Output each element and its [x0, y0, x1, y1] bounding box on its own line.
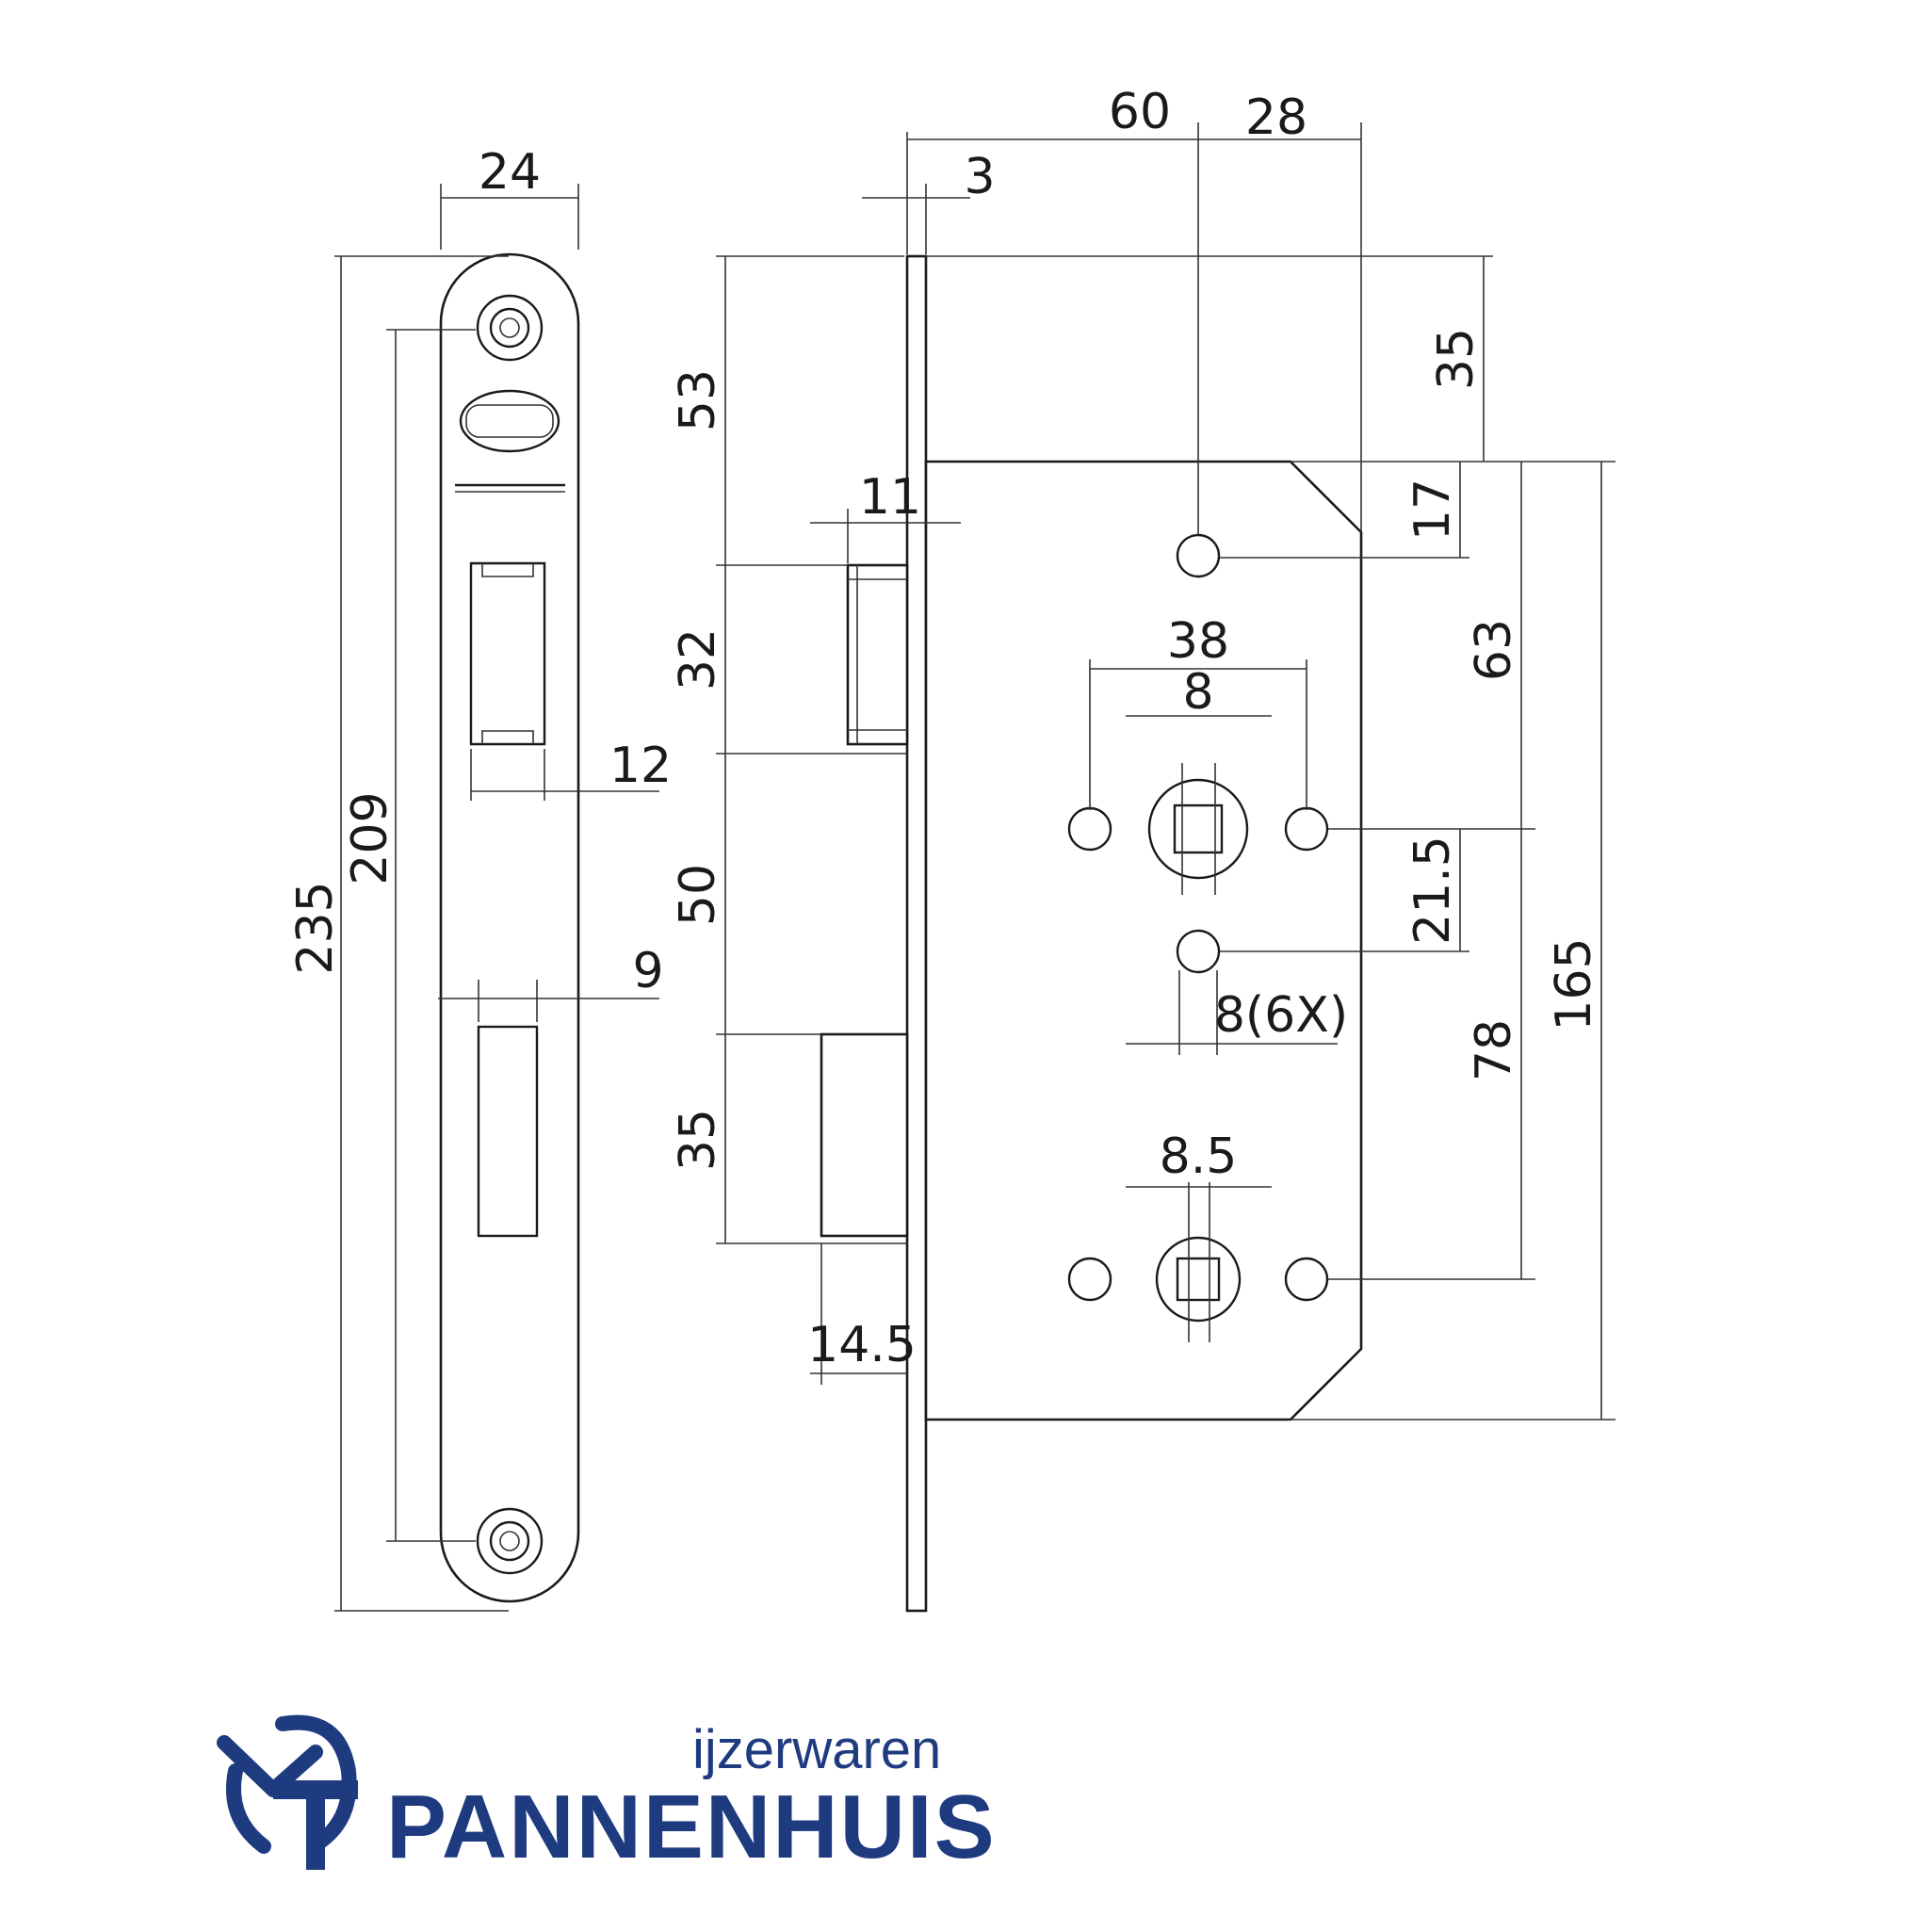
- front-view-dimension-lines: [334, 184, 659, 1612]
- dim-38: 38: [1167, 613, 1229, 670]
- lock-body-side-view: [820, 254, 1363, 1613]
- privacy-screw-left-icon: [1067, 1257, 1112, 1302]
- brand-tagline: ijzerwaren: [692, 1719, 941, 1780]
- dim-total-height: 235: [287, 881, 344, 974]
- dim-latch-width: 12: [609, 738, 672, 794]
- dim-backset-right: 28: [1245, 89, 1307, 146]
- middle-hole-icon: [1176, 929, 1221, 974]
- brand-logo: ijzerwaren PANNENHUIS: [217, 1714, 997, 1877]
- dim-14-5: 14.5: [807, 1317, 917, 1373]
- top-screw-icon: [476, 294, 544, 362]
- dim-78: 78: [1466, 1019, 1522, 1081]
- latch-opening: [469, 561, 546, 746]
- dim-top-35: 35: [1428, 328, 1485, 390]
- dim-faceplate-width: 24: [479, 144, 541, 201]
- dead-bolt: [820, 1032, 909, 1238]
- latch-bolt: [846, 563, 909, 746]
- dim-8-5: 8.5: [1160, 1128, 1238, 1185]
- side-view-dimension-lines: [716, 122, 1615, 1421]
- dim-8-6x: 8(6X): [1214, 987, 1348, 1044]
- brand-name: PANNENHUIS: [386, 1777, 997, 1877]
- lock-case: [924, 460, 1363, 1421]
- dim-plate-thickness: 3: [964, 149, 995, 205]
- dim-top-offset: 60: [1109, 84, 1171, 140]
- dim-11: 11: [859, 469, 921, 526]
- faceplate-outline: [439, 252, 580, 1603]
- faceplate-front-view: [439, 252, 580, 1603]
- dim-50: 50: [670, 864, 726, 926]
- dim-8: 8: [1182, 664, 1213, 721]
- dimension-labels: 24 235 209 12 9 60 28 3 35 53 11 17 32 3…: [287, 84, 1602, 1373]
- manufacturer-logo-icon: [455, 389, 565, 493]
- dim-bolt-width: 9: [632, 943, 663, 999]
- dim-21-5: 21.5: [1404, 836, 1461, 945]
- bottom-screw-icon: [476, 1507, 544, 1575]
- privacy-screw-right-icon: [1284, 1257, 1329, 1302]
- dim-35-bolt: 35: [670, 1109, 726, 1171]
- dim-63: 63: [1466, 619, 1522, 681]
- forend-plate: [905, 254, 928, 1613]
- house-logo-icon: [217, 1714, 358, 1870]
- dim-32: 32: [670, 628, 726, 690]
- dim-165: 165: [1546, 937, 1602, 1031]
- dim-screw-distance: 209: [342, 791, 398, 885]
- dim-17: 17: [1404, 479, 1461, 541]
- bolt-opening: [477, 1025, 539, 1238]
- dim-53: 53: [670, 369, 726, 431]
- privacy-follower: [1067, 1182, 1329, 1342]
